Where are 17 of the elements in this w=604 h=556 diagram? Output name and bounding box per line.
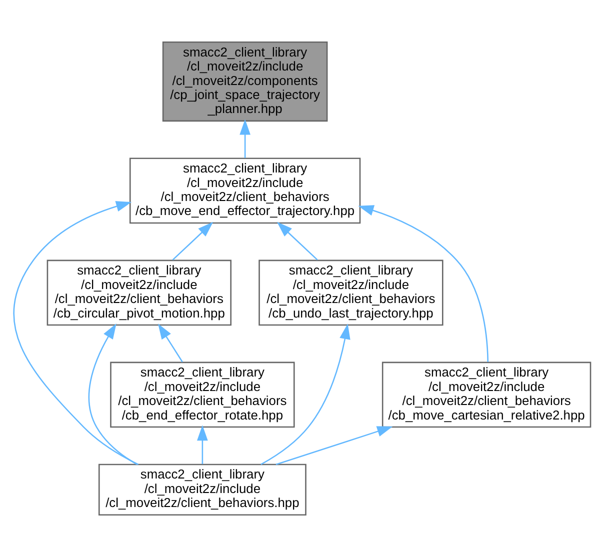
arrow [240,118,250,158]
arrow [276,426,393,465]
node-box: smacc2_client_library /cl_moveit2z/include /cl_moveit2z/client_behaviors.hpp [98,463,306,515]
arrow [358,204,489,362]
arrow [276,221,318,260]
node-box: smacc2_client_library /cl_moveit2z/include /cl_moveit2z/client_behaviors /cb_move_cartesian_relative2.hpp [382,361,592,428]
arrow [260,323,350,464]
arrow [172,221,214,260]
node-box: smacc2_client_library /cl_moveit2z/include /cl_moveit2z/client_behaviors /cb_move_end_effector_trajectory.hpp [129,157,361,224]
arrow [13,200,139,465]
node-box: smacc2_client_library /cl_moveit2z/include /cl_moveit2z/components /cp_joint_space_trajectory _planner.hpp [162,41,328,122]
node-box: smacc2_client_library /cl_moveit2z/include /cl_moveit2z/client_behaviors /cb_circular_pivot_motion.hpp [46,259,232,326]
node-box: smacc2_client_library /cl_moveit2z/include /cl_moveit2z/client_behaviors /cb_undo_last_trajectory.hpp [258,259,444,326]
arrow [158,323,183,362]
node-box: smacc2_client_library /cl_moveit2z/include /cl_moveit2z/client_behaviors /cb_end_effector_rotate.hpp [110,361,295,428]
arrow [88,322,138,464]
arrow [197,424,208,464]
